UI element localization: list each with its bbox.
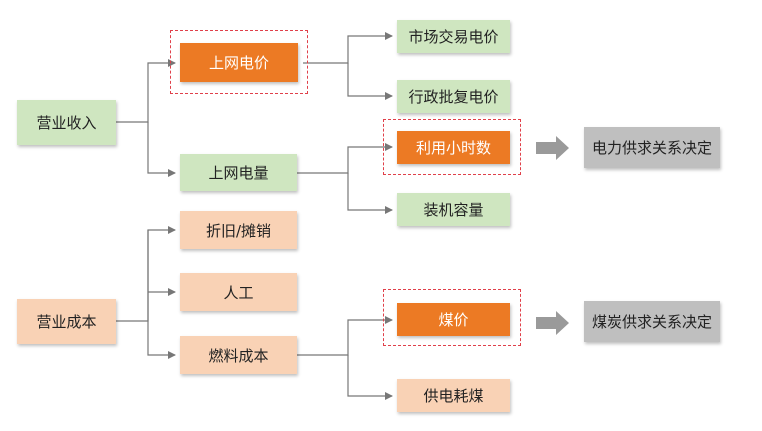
node-admin-price: 行政批复电价 [397, 80, 510, 113]
connector-grid-volume-hours [297, 143, 393, 174]
highlight-frame-grid-price [170, 30, 308, 94]
node-labor: 人工 [180, 273, 297, 311]
node-utilization-hours: 利用小时数 [397, 131, 510, 164]
node-power-supply-demand: 电力供求关系决定 [584, 127, 720, 168]
arrow-coal-price-to-coal-demand [536, 311, 569, 335]
connector-revenue-grid-volume [147, 122, 176, 177]
node-revenue: 营业收入 [17, 100, 116, 145]
node-grid-volume: 上网电量 [180, 154, 297, 191]
arrow-hours-to-power-demand [536, 136, 569, 160]
node-coal-consumption: 供电耗煤 [397, 379, 510, 412]
connector-fuel-coal-price [297, 316, 393, 356]
connector-grid-volume-capacity [347, 173, 393, 214]
connector-cost-depreciation [116, 226, 176, 322]
node-cost: 营业成本 [17, 299, 116, 344]
connector-grid-price-market [303, 32, 393, 64]
node-grid-price: 上网电价 [180, 43, 298, 82]
node-fuel-cost: 燃料成本 [180, 336, 297, 374]
connector-cost-fuel [147, 230, 176, 359]
connector-revenue-grid-price [116, 59, 176, 123]
node-coal-price: 煤价 [397, 303, 510, 336]
highlight-frame-coal-price [383, 289, 521, 346]
connector-fuel-coal-consumption [347, 355, 393, 400]
node-market-price: 市场交易电价 [397, 20, 510, 53]
node-depreciation: 折旧/摊销 [180, 211, 297, 249]
node-installed-capacity: 装机容量 [397, 193, 510, 226]
connector-grid-price-admin [347, 63, 393, 100]
highlight-frame-utilization-hours [383, 119, 521, 175]
node-coal-supply-demand: 煤炭供求关系决定 [584, 301, 720, 342]
